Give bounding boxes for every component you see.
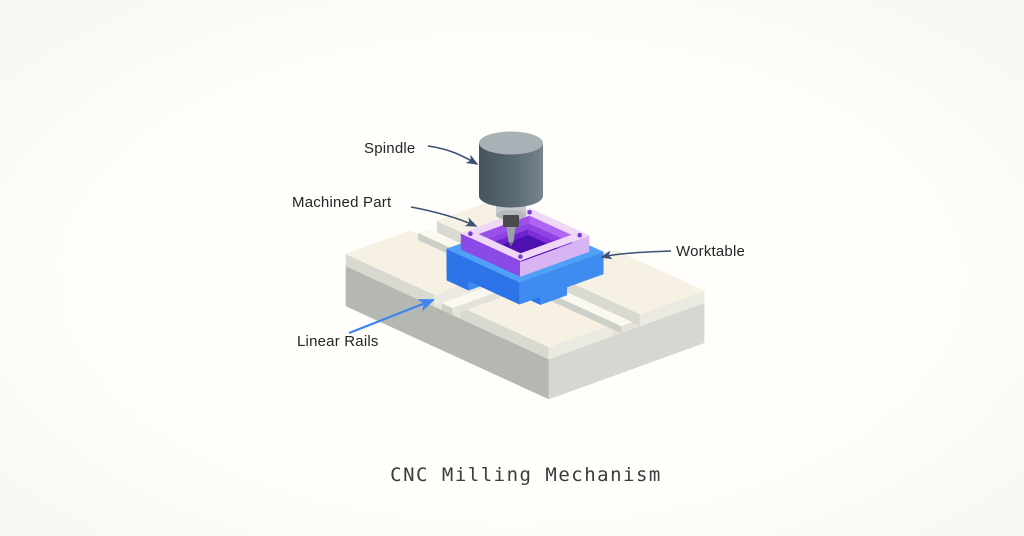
spindle-body	[479, 143, 543, 208]
callout-arrows	[348, 145, 672, 335]
screw-hole-4	[518, 254, 523, 259]
tool-bit	[506, 227, 516, 242]
screw-hole-1	[468, 231, 473, 236]
label-spindle: Spindle	[364, 140, 416, 157]
screw-hole-2	[527, 209, 532, 215]
screw-hole-3	[577, 232, 582, 238]
label-linear-rails: Linear Rails	[297, 333, 379, 350]
worktable-arrow	[600, 250, 672, 260]
machined-part-top-band-front	[511, 231, 590, 261]
spindle-top-cap	[479, 131, 543, 155]
tool-holder	[503, 215, 519, 227]
diagram-title: CNC Milling Mechanism	[390, 464, 662, 486]
label-machined-part: Machined Part	[292, 194, 392, 211]
spindle-arrow	[427, 145, 479, 165]
machine-geometry	[345, 131, 705, 400]
linear-rails-arrow	[348, 298, 436, 335]
tool-bit-tip	[508, 242, 514, 247]
machined-part-arrow	[410, 206, 478, 227]
label-worktable: Worktable	[676, 243, 746, 260]
